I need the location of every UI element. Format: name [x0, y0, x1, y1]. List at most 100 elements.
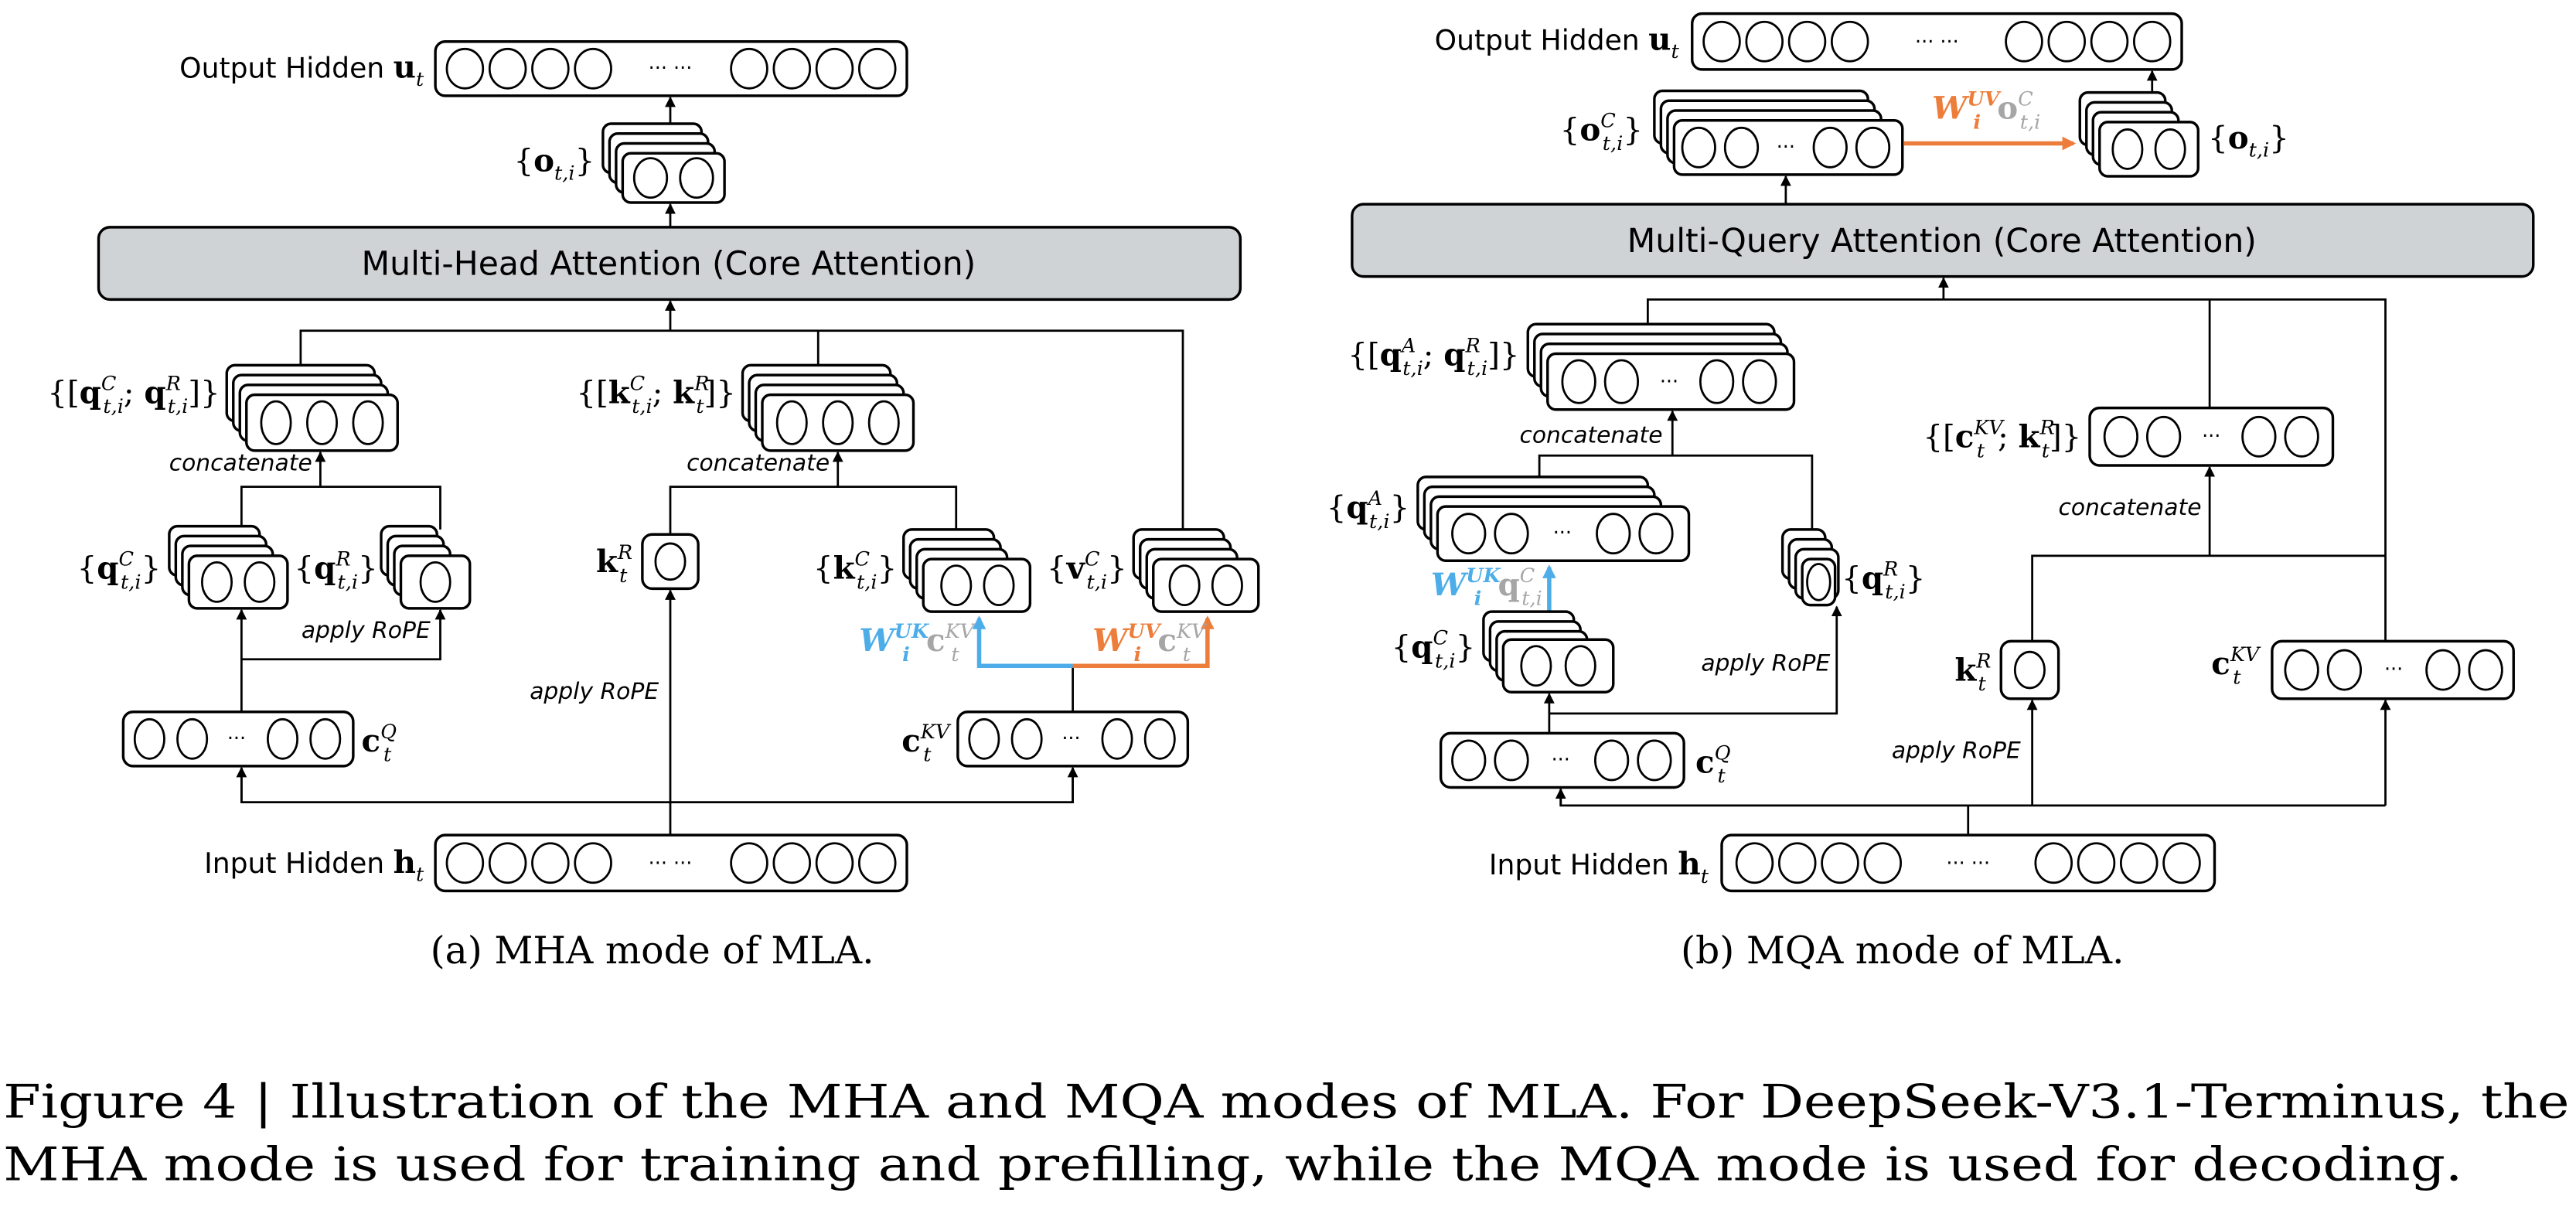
neuron-node: [1681, 126, 1716, 169]
neuron-node: [815, 47, 854, 90]
neuron-node: [133, 717, 165, 760]
neuron-node: [1638, 513, 1674, 555]
mqa-subcaption: (b) MQA mode of MLA.: [1681, 929, 2125, 973]
neuron-node: [2241, 415, 2277, 458]
arrow-cQ-to-qR: [241, 608, 446, 661]
neuron-node: [2425, 649, 2461, 691]
ellipsis: ···: [1552, 748, 1570, 772]
mha-top-branch: [299, 329, 1184, 530]
neuron-node: [1863, 842, 1903, 884]
neuron-node: [2145, 415, 2182, 458]
neuron-node: [176, 717, 209, 760]
mqa-q-concatenate-label: concatenate: [1519, 421, 1662, 448]
neuron-node: [488, 47, 527, 90]
neuron-node: [857, 842, 897, 884]
mha-output-neurons: [445, 47, 897, 90]
neuron-node: [2162, 842, 2201, 884]
mha-core-attention-box: [97, 226, 1242, 302]
neuron-node: [968, 717, 1000, 760]
neuron-node: [1143, 717, 1176, 760]
neuron-node: [772, 47, 812, 90]
mha-o-label: {ot,i}: [513, 142, 595, 186]
mqa-input-hidden-label: Input Hidden ht: [1489, 845, 1709, 888]
mha-k-concatenate-label: concatenate: [687, 449, 830, 476]
neuron-node: [1735, 842, 1774, 884]
mha-q-apply-rope-label: apply RoPE: [302, 617, 431, 644]
mha-input-hidden-label: Input Hidden ht: [204, 843, 424, 887]
neuron-node: [1742, 359, 1777, 404]
mha-subcaption: (a) MHA mode of MLA.: [431, 929, 874, 973]
neuron-node: [2132, 20, 2172, 63]
neuron-node: [419, 561, 451, 603]
neuron-node: [2284, 649, 2319, 691]
figure-caption-line-2: MHA mode is used for training and prefil…: [3, 1138, 2462, 1191]
neuron-node: [1821, 842, 1859, 884]
mha-core-attention-label: Multi-Head Attention (Core Attention): [362, 246, 976, 284]
mqa-core-attention-label: Multi-Query Attention (Core Attention): [1627, 223, 2257, 261]
neuron-node: [1593, 739, 1630, 782]
neuron-node: [2284, 415, 2319, 458]
neuron-node: [1806, 563, 1831, 601]
neuron-node: [531, 47, 570, 90]
neuron-node: [1787, 20, 1827, 63]
neuron-node: [1168, 564, 1201, 607]
neuron-node: [983, 564, 1015, 607]
mqa-output-hidden: Output Hidden ut ··· ···: [1435, 12, 2183, 71]
neuron-node: [1855, 126, 1891, 169]
neuron-node: [679, 157, 714, 199]
neuron-node: [2047, 20, 2087, 63]
mqa-q-apply-rope-label: apply RoPE: [1701, 650, 1830, 677]
neuron-node: [1777, 842, 1817, 884]
neuron-node: [244, 561, 276, 603]
mha-uk-arrow: [972, 615, 1073, 669]
neuron-node: [775, 400, 808, 445]
mqa-input-hidden: Input Hidden ht ··· ···: [1489, 833, 2217, 893]
neuron-node: [1494, 513, 1529, 555]
neuron-node: [1830, 20, 1869, 63]
neuron-node: [1596, 513, 1631, 555]
ellipsis: ··· ···: [1915, 30, 1959, 53]
neuron-node: [2077, 842, 2116, 884]
mha-k-apply-rope-label: apply RoPE: [530, 678, 659, 705]
mqa-input-branch: [1559, 789, 2386, 807]
neuron-node: [857, 47, 897, 90]
ellipsis: ···: [1660, 370, 1678, 394]
mqa-ckv-sub-branch: [2031, 554, 2386, 642]
neuron-node: [266, 717, 299, 760]
neuron-node: [1561, 359, 1596, 404]
mha-o-stack: {ot,i}: [513, 122, 726, 204]
ellipsis: ···: [1777, 135, 1795, 158]
ellipsis: ···: [1553, 522, 1572, 545]
neuron-node: [2111, 128, 2144, 170]
neuron-node: [1520, 645, 1552, 687]
neuron-node: [1723, 126, 1760, 169]
neuron-node: [2154, 128, 2186, 170]
mha-q-concatenate-label: concatenate: [169, 449, 312, 476]
vector-box: [2088, 406, 2335, 467]
neuron-node: [1812, 126, 1848, 169]
neuron-node: [1211, 564, 1243, 607]
